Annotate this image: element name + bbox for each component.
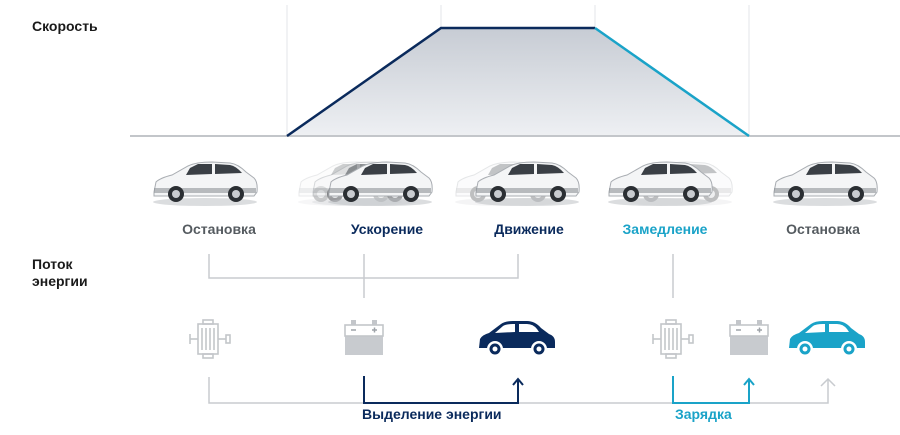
phase-accelerate: Ускорение (350, 221, 424, 237)
battery-icon (344, 319, 384, 356)
energy-flow-label: Поток энергии (32, 256, 88, 290)
phase-cruise: Движение (494, 221, 564, 237)
car-stop-2 (772, 161, 878, 207)
speed-label: Скорость (32, 18, 98, 34)
car-icon (479, 321, 555, 357)
speed-graph (130, 5, 900, 138)
car-icon (789, 321, 865, 357)
energy-flow-label-line2: энергии (32, 273, 88, 289)
energy-flow-label-line1: Поток (32, 256, 73, 272)
car-cruise (452, 158, 592, 210)
energy-flow-lines (208, 254, 836, 404)
speed-line-decelerate (594, 26, 750, 138)
battery-icon (729, 319, 769, 356)
car-accelerate (295, 158, 445, 210)
car-decelerate (605, 158, 745, 210)
energy-release-label: Выделение энергии (362, 406, 502, 422)
speed-area (287, 28, 749, 136)
motor-icon (189, 319, 231, 359)
phase-decelerate: Замедление (622, 221, 708, 237)
speed-line-accelerate (286, 26, 595, 138)
motor-icon (652, 319, 694, 359)
charging-label: Зарядка (675, 406, 732, 422)
phase-stop-1: Остановка (182, 221, 256, 237)
phase-stop-2: Остановка (786, 221, 860, 237)
car-stop-1 (152, 161, 258, 207)
